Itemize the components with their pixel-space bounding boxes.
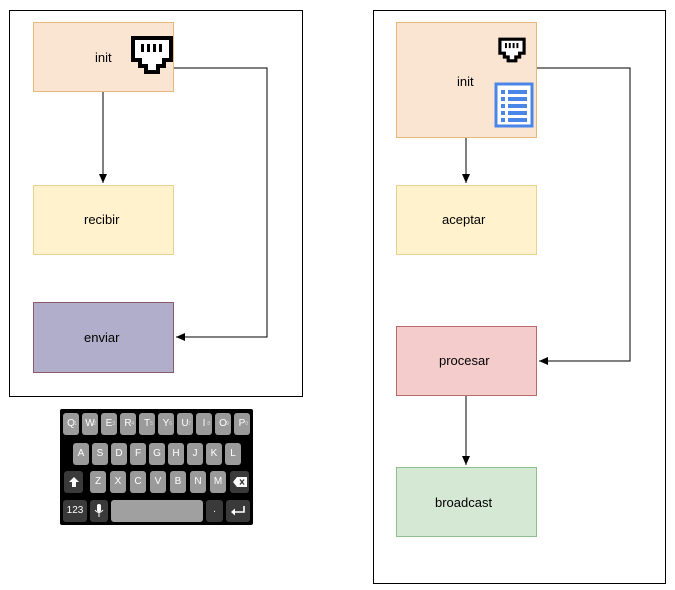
key-hint: 6 [169,421,172,427]
right-broadcast-node: broadcast [396,467,537,537]
key-hint: 5 [150,421,153,427]
key-label: O [219,418,227,429]
key-label: E [105,418,113,429]
key-label: J [192,448,198,459]
backspace-icon [233,477,247,487]
key-label: U [181,418,189,429]
key-label: V [154,476,162,487]
key-label: B [174,476,182,487]
key-hint: 4 [131,421,134,427]
key-hint: 1 [74,421,77,427]
key-b[interactable]: B [170,471,186,493]
right-init-node: init [396,22,537,138]
key-hint: 9 [226,421,229,427]
key-v[interactable]: V [150,471,166,493]
right-broadcast-label: broadcast [435,495,493,510]
key-j[interactable]: J [187,443,203,465]
right-procesar-label: procesar [439,353,490,368]
key-l[interactable]: L [225,443,241,465]
key-label: A [77,448,85,459]
key-label: Z [94,476,102,487]
left-init-label: init [95,50,112,65]
key-label: M [213,476,223,487]
left-enviar-node: enviar [33,302,174,373]
key-label: N [194,476,202,487]
ethernet-port-icon [498,37,526,63]
period-key[interactable]: . [206,500,223,522]
key-h[interactable]: H [168,443,184,465]
key-label: F [134,448,142,459]
right-aceptar-label: aceptar [442,212,486,227]
right-init-label: init [457,74,474,89]
key-label: P [238,418,246,429]
key-label: I [202,418,206,429]
enter-arrow-icon [231,506,245,516]
numbers-key[interactable]: 123 [63,500,87,522]
right-aceptar-node: aceptar [396,185,537,255]
shift-key[interactable] [64,471,83,493]
period-key-label: . [213,504,216,515]
key-hint: 7 [188,421,191,427]
edge-init-procesar [537,67,631,365]
key-label: T [143,418,151,429]
key-k[interactable]: K [206,443,222,465]
microphone-icon [94,504,104,517]
key-hint: 3 [112,421,115,427]
key-label: R [124,418,132,429]
key-hint: 8 [207,421,210,427]
left-recibir-label: recibir [84,212,120,227]
key-m[interactable]: M [210,471,226,493]
key-label: K [210,448,218,459]
shift-arrow-icon [69,477,79,487]
left-init-node: init [33,22,174,92]
key-hint: 0 [245,421,248,427]
ethernet-port-icon [131,36,173,74]
backspace-key[interactable] [230,471,249,493]
key-s[interactable]: S [92,443,108,465]
left-recibir-node: recibir [33,185,174,255]
space-key[interactable] [111,500,203,522]
left-enviar-label: enviar [84,330,120,345]
key-x[interactable]: X [110,471,126,493]
key-z[interactable]: Z [90,471,106,493]
key-d[interactable]: D [111,443,127,465]
list-document-icon [494,82,534,128]
key-label: W [85,418,95,429]
edge-init-enviar [174,67,268,341]
numbers-key-label: 123 [66,505,84,516]
key-f[interactable]: F [130,443,146,465]
key-c[interactable]: C [130,471,146,493]
key-label: X [114,476,122,487]
key-a[interactable]: A [73,443,89,465]
key-label: C [134,476,142,487]
right-procesar-node: procesar [396,326,537,396]
enter-key[interactable] [226,500,250,522]
key-label: Q [67,418,75,429]
key-label: H [172,448,180,459]
key-label: L [230,448,236,459]
key-label: S [96,448,104,459]
key-hint: 2 [93,421,96,427]
key-label: D [115,448,123,459]
key-label: G [153,448,161,459]
key-label: Y [162,418,170,429]
key-g[interactable]: G [149,443,165,465]
mic-key[interactable] [90,500,108,522]
key-n[interactable]: N [190,471,206,493]
